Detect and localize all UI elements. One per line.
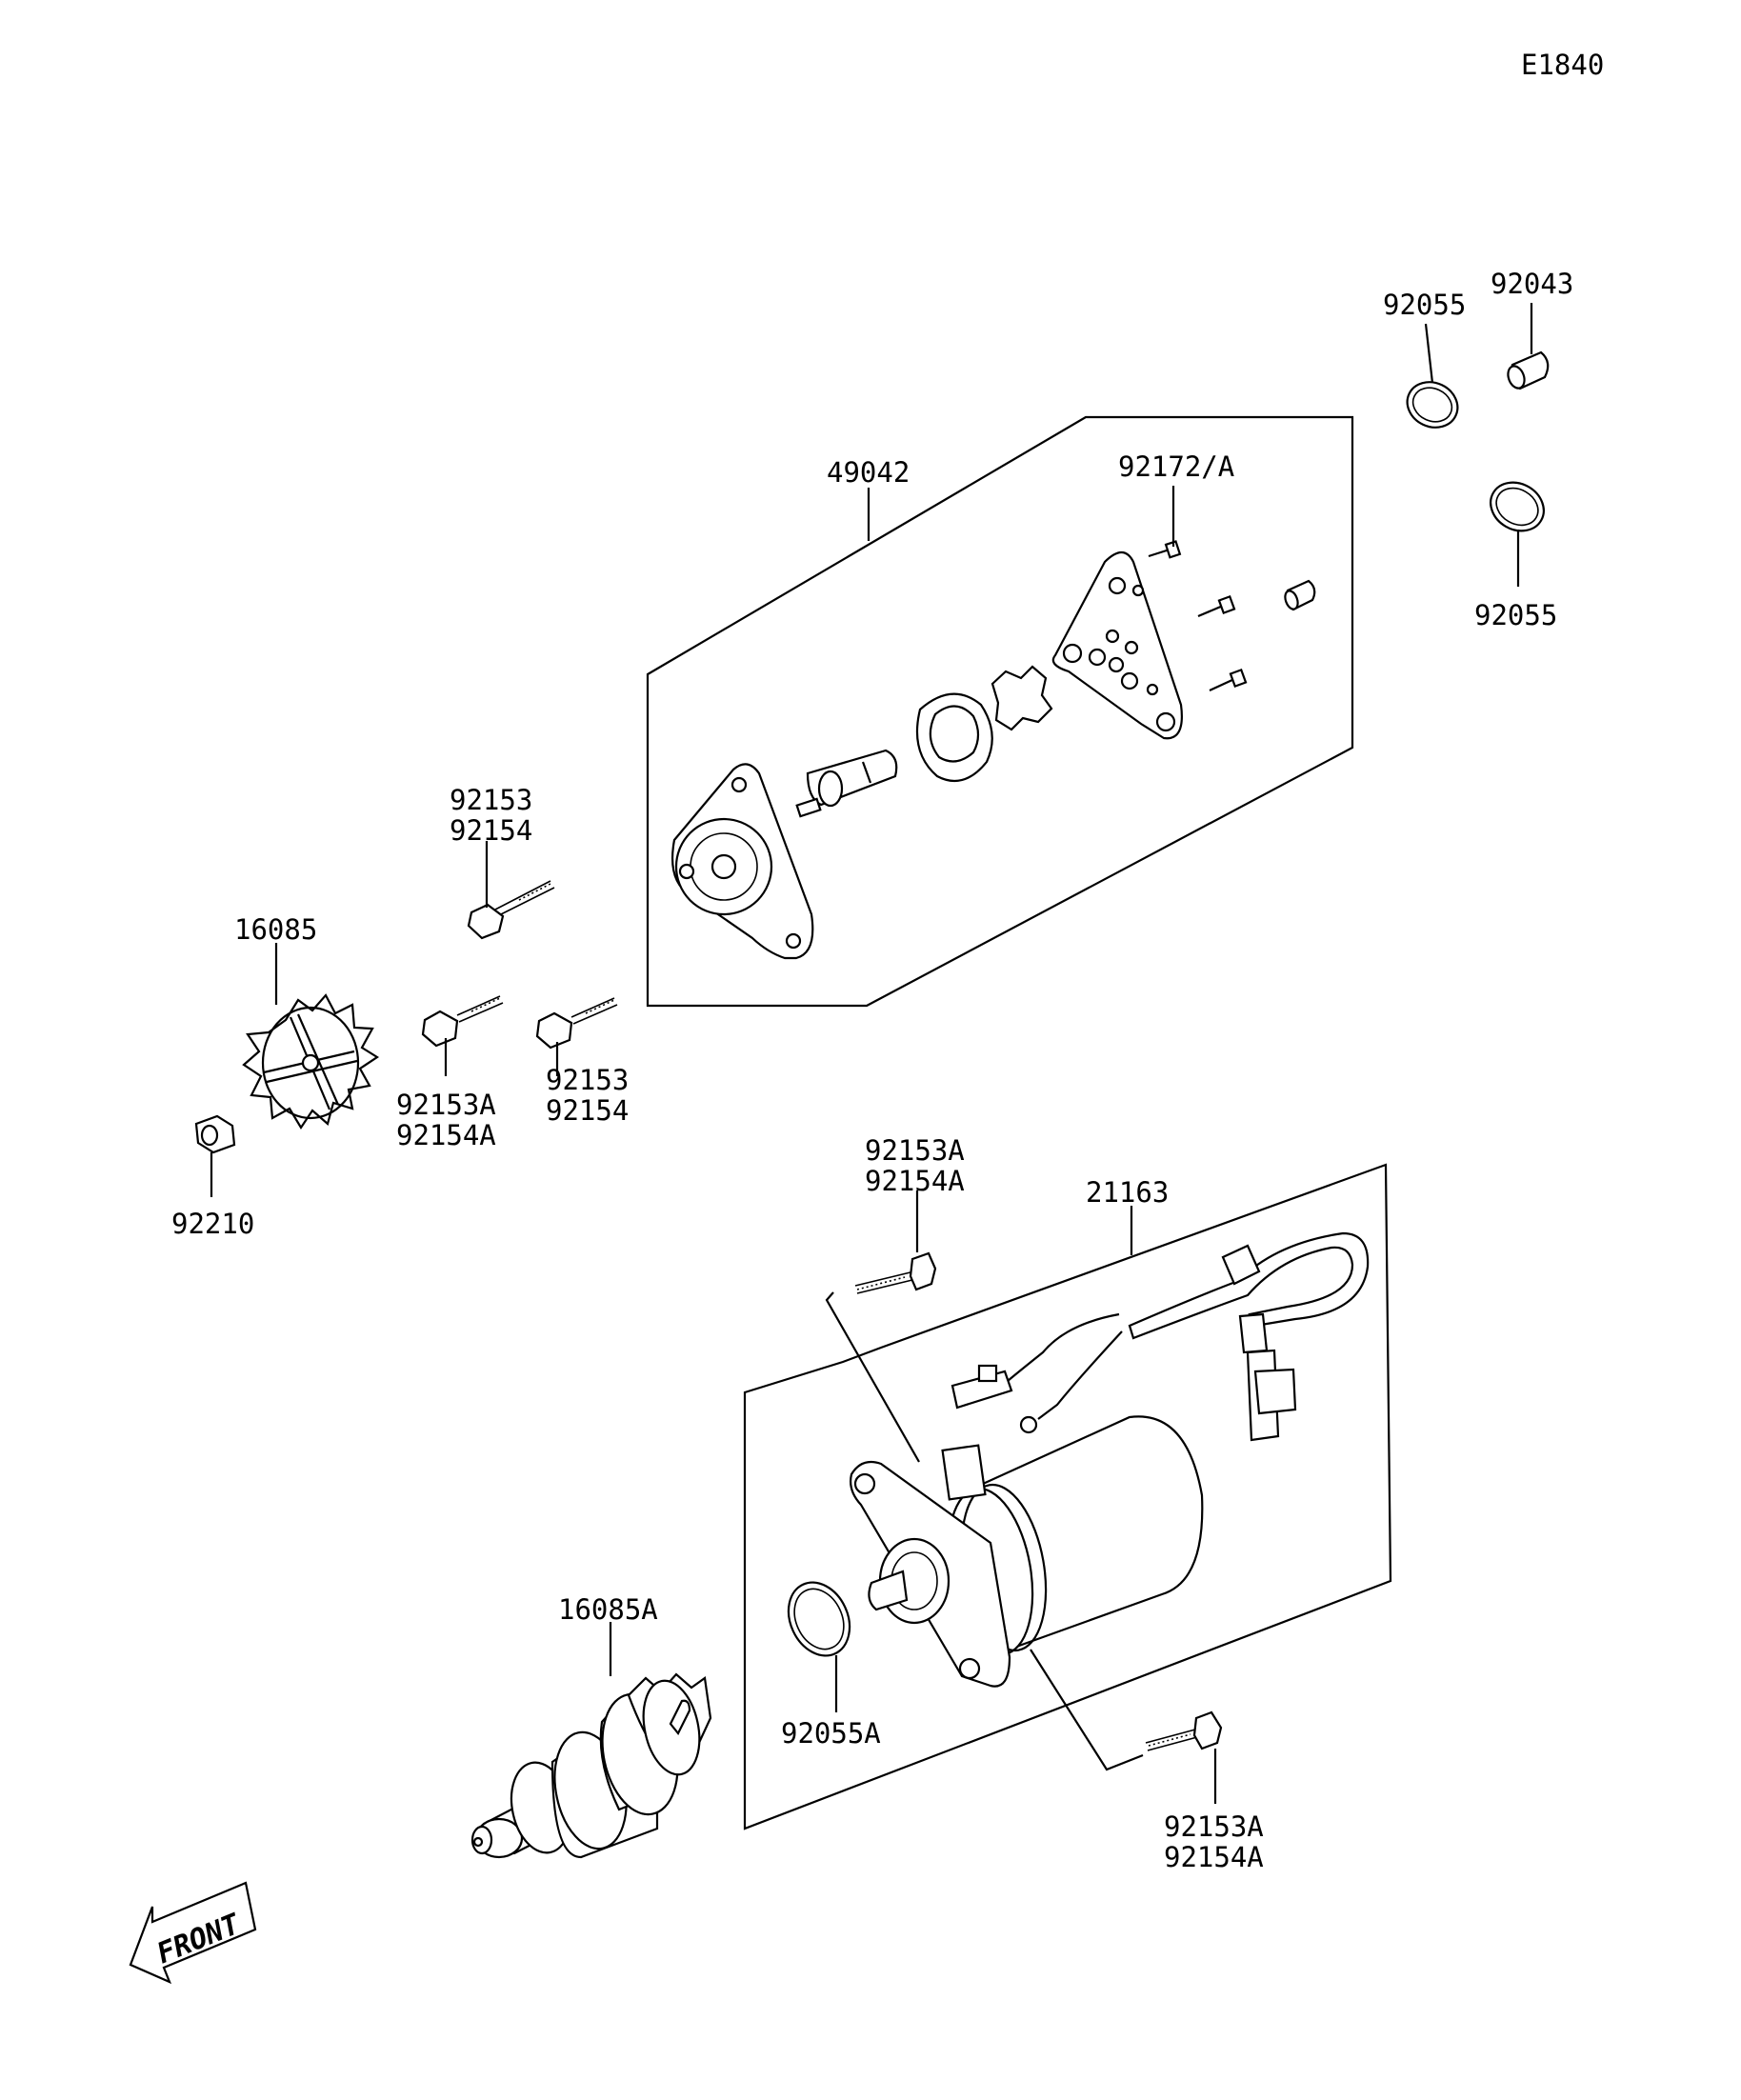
- callout-92043: 92043: [1491, 268, 1573, 300]
- callout-92153-top: 92153: [450, 784, 532, 816]
- part-92043-cap[interactable]: [1505, 350, 1550, 390]
- part-92055-oring-right[interactable]: [1482, 473, 1552, 541]
- callout-92172: 92172/A: [1118, 450, 1234, 483]
- callout-92154A-mid: 92154A: [396, 1119, 496, 1151]
- part-92153A-bolt-lower[interactable]: [1145, 1710, 1223, 1751]
- callout-92055A: 92055A: [781, 1717, 881, 1750]
- part-92172-screw-mid[interactable]: [1197, 594, 1236, 618]
- part-92172-screw-low[interactable]: [1209, 668, 1248, 691]
- part-92210-nut[interactable]: [194, 1114, 236, 1154]
- part-16085A-clutch-gear[interactable]: [470, 1672, 712, 1859]
- part-pump-plug[interactable]: [1283, 579, 1316, 611]
- part-92172-screw-top[interactable]: [1148, 540, 1182, 559]
- callout-92153-mid: 92153: [546, 1064, 629, 1096]
- part-92153-bolt-top[interactable]: [467, 880, 555, 940]
- callout-21163: 21163: [1086, 1176, 1169, 1209]
- part-pump-inner-rotor[interactable]: [991, 665, 1053, 731]
- callout-16085: 16085: [234, 913, 317, 946]
- part-16085-sprocket[interactable]: [242, 993, 380, 1130]
- part-pump-shaft[interactable]: [795, 749, 898, 818]
- front-direction-arrow: FRONT: [129, 1881, 257, 1985]
- callout-92154A-upper: 92154A: [865, 1165, 965, 1197]
- part-pump-outer-rotor[interactable]: [915, 692, 993, 783]
- part-92153-bolt-mid[interactable]: [535, 997, 618, 1050]
- callout-92154-mid: 92154: [546, 1094, 629, 1127]
- callout-49042: 49042: [827, 456, 910, 489]
- part-92153A-bolt-mid[interactable]: [421, 995, 504, 1048]
- callout-92154A-lower: 92154A: [1164, 1841, 1264, 1873]
- assembly-box-21163: [743, 1163, 1392, 1830]
- part-wiring-harness[interactable]: [951, 1231, 1370, 1442]
- leader-lines: [210, 303, 1533, 1804]
- callout-92153A-mid: 92153A: [396, 1089, 496, 1121]
- part-92055-oring-top[interactable]: [1400, 374, 1465, 436]
- part-pump-housing[interactable]: [670, 763, 814, 960]
- part-92153A-bolt-upper[interactable]: [854, 1251, 937, 1294]
- diagram-code: E1840: [1521, 49, 1604, 81]
- part-92055A-oring[interactable]: [777, 1572, 861, 1666]
- callout-92210: 92210: [171, 1208, 254, 1240]
- part-pump-cover[interactable]: [1051, 550, 1183, 740]
- part-21163-starter-motor[interactable]: [850, 1415, 1204, 1688]
- callout-92153A-lower: 92153A: [1164, 1810, 1264, 1843]
- callout-92055-right: 92055: [1474, 599, 1557, 631]
- callout-92153A-upper: 92153A: [865, 1134, 965, 1167]
- callout-16085A: 16085A: [558, 1593, 658, 1626]
- callout-92055-top: 92055: [1383, 289, 1466, 321]
- assembly-box-49042: [646, 415, 1354, 1008]
- callout-92154-top: 92154: [450, 814, 532, 847]
